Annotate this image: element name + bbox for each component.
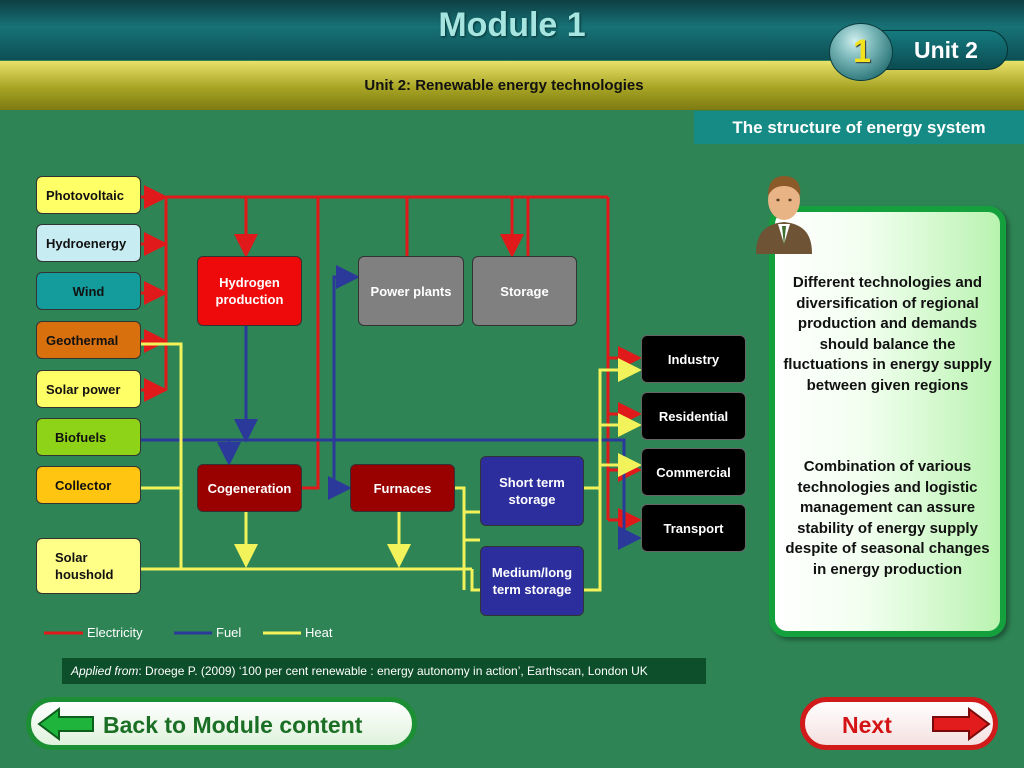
unit-number: 1 <box>853 33 871 69</box>
source-wind: Wind <box>36 272 141 310</box>
person-icon <box>756 176 812 254</box>
legend-heat: Heat <box>305 625 333 640</box>
unit-number-badge: 1 <box>829 23 893 81</box>
arrow-right-icon <box>932 707 991 741</box>
back-to-module-content-button[interactable]: Back to Module content <box>26 697 417 750</box>
node-short-term-storage: Short term storage <box>480 456 584 526</box>
consumer-transport: Transport <box>641 504 746 552</box>
module-title: Module 1 <box>438 6 586 44</box>
node-power-plants: Power plants <box>358 256 464 326</box>
source-solar-houshold: Solar houshold <box>36 538 141 594</box>
info-paragraph-1: Different technologies and diversificati… <box>783 274 992 394</box>
heat-lines <box>141 342 642 592</box>
next-button-label: Next <box>842 712 892 738</box>
node-hydrogen-production: Hydrogen production <box>197 256 302 326</box>
source-photovoltaic: Photovoltaic <box>36 176 141 214</box>
page-subtitle: Unit 2: Renewable energy technologies <box>364 77 644 94</box>
node-cogeneration: Cogeneration <box>197 464 302 512</box>
node-storage: Storage <box>472 256 577 326</box>
section-header: The structure of energy system <box>694 111 1024 144</box>
info-panel: Different technologies and diversificati… <box>769 206 1006 637</box>
info-paragraph-2: Combination of various technologies and … <box>785 458 990 578</box>
legend-electricity: Electricity <box>87 625 143 640</box>
consumer-residential: Residential <box>641 392 746 440</box>
source-solar-power: Solar power <box>36 370 141 408</box>
source-collector: Collector <box>36 466 141 504</box>
citation-text: : Droege P. (2009) ‘100 per cent renewab… <box>138 664 648 678</box>
legend-fuel: Fuel <box>216 625 241 640</box>
node-furnaces: Furnaces <box>350 464 455 512</box>
electricity-lines <box>141 185 642 532</box>
section-title: The structure of energy system <box>732 118 986 137</box>
arrow-left-icon <box>37 707 94 741</box>
consumer-industry: Industry <box>641 335 746 383</box>
source-geothermal: Geothermal <box>36 321 141 359</box>
node-medium-long-term-storage: Medium/long term storage <box>480 546 584 616</box>
legend: Electricity Fuel Heat <box>87 625 333 640</box>
back-button-label: Back to Module content <box>103 712 363 738</box>
consumer-commercial: Commercial <box>641 448 746 496</box>
citation-prefix: Applied from <box>71 664 139 678</box>
next-button[interactable]: Next <box>800 697 998 750</box>
fuel-lines <box>141 265 642 550</box>
source-hydroenergy: Hydroenergy <box>36 224 141 262</box>
citation: Applied from: Droege P. (2009) ‘100 per … <box>62 658 706 684</box>
unit-label: Unit 2 <box>914 37 978 63</box>
source-biofuels: Biofuels <box>36 418 141 456</box>
